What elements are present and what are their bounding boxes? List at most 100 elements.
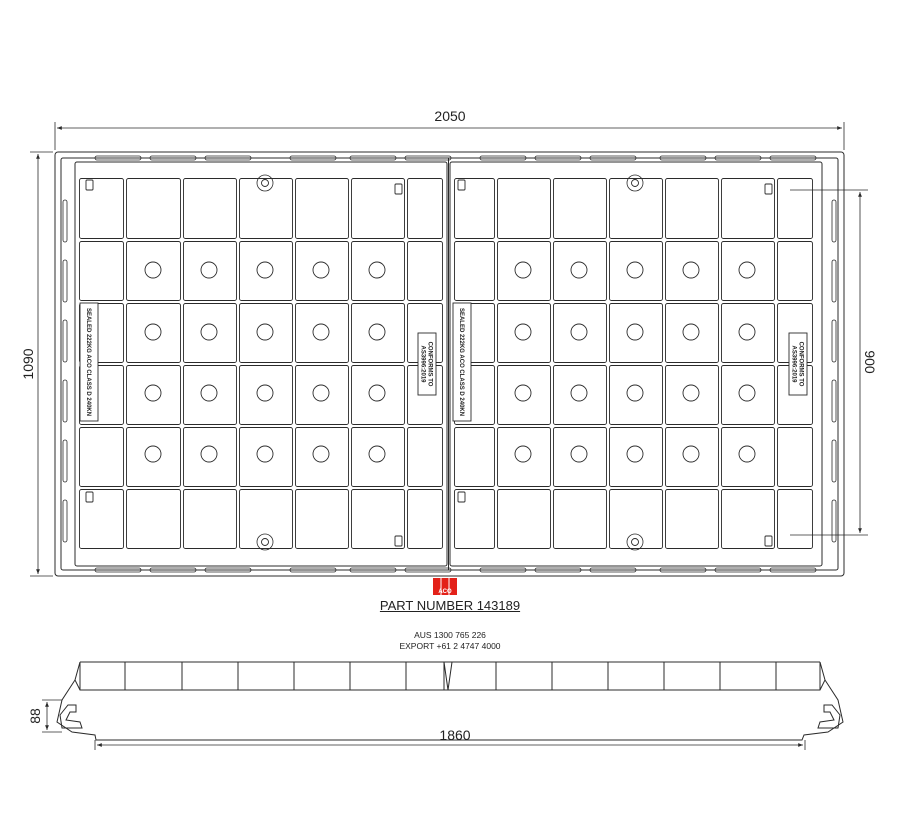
contact-aus: AUS 1300 765 226: [414, 630, 486, 640]
frame-slot: [479, 155, 527, 161]
marking-tag-center-text: SEALED 222KG ACO CLASS D 240KN: [458, 308, 464, 416]
marking-tag-left-text: SEALED 222KG ACO CLASS D 240KN: [85, 308, 91, 416]
inner-frame: [60, 157, 839, 571]
grate-holes: [85, 174, 773, 551]
frame-slot: [589, 155, 637, 161]
grate-cell: [721, 365, 775, 425]
grate-cell: [239, 241, 293, 301]
grate-cell: [454, 241, 495, 301]
frame-slot: [289, 155, 337, 161]
grate-cell: [295, 241, 349, 301]
grate-cell: [239, 427, 293, 487]
frame-slots: [62, 155, 837, 573]
grate-cell: [295, 365, 349, 425]
grate-cell: [609, 489, 663, 549]
grate-cell: [553, 427, 607, 487]
grate-right-outline: [449, 161, 823, 567]
locking-slot: [85, 179, 94, 191]
frame-slot: [204, 567, 252, 573]
grate-cell: [183, 489, 237, 549]
frame-slot: [831, 379, 837, 423]
grate-cell: [295, 427, 349, 487]
dimension-overall-width-label: 1090: [20, 348, 36, 379]
frame-slot: [831, 439, 837, 483]
dimension-section-length-label: 1860: [439, 727, 470, 743]
frame-slot: [714, 155, 762, 161]
grate-hole: [570, 445, 588, 463]
section-view: [56, 661, 844, 741]
grate-cell: [126, 427, 181, 487]
marking-tag-conforms-left-box: [417, 332, 437, 396]
frame-slot: [349, 567, 397, 573]
grate-cell: [126, 303, 181, 363]
lifting-keyhole-ring: [256, 533, 274, 551]
frame-slot: [534, 567, 582, 573]
frame-slot: [769, 567, 817, 573]
frame-slot: [62, 379, 68, 423]
frame-slot: [659, 567, 707, 573]
locking-slot: [457, 179, 466, 191]
grate-hole: [682, 261, 700, 279]
dimension-overall-length: [54, 122, 845, 150]
grate-cell: [665, 427, 719, 487]
grate-hole: [144, 323, 162, 341]
grate-hole: [514, 384, 532, 402]
grate-hole: [144, 384, 162, 402]
grate-cell: [497, 427, 551, 487]
grate-hole: [738, 261, 756, 279]
grate-cell: [183, 303, 237, 363]
locking-slot: [764, 183, 773, 195]
grate-cell: [665, 303, 719, 363]
frame-slot: [659, 155, 707, 161]
locking-slot: [394, 535, 403, 547]
frame-slot: [289, 567, 337, 573]
grate-hole: [144, 261, 162, 279]
grate-cell: [497, 489, 551, 549]
locking-slot: [394, 183, 403, 195]
plan-view: [54, 151, 845, 577]
grate-hole: [682, 384, 700, 402]
grate-hole: [200, 445, 218, 463]
grate-cell: [126, 365, 181, 425]
grate-cell: [79, 427, 124, 487]
grate-cell: [721, 489, 775, 549]
grate-hole: [256, 384, 274, 402]
grate-cell: [553, 365, 607, 425]
grate-hole: [626, 445, 644, 463]
aco-logo-text: ACO: [438, 589, 452, 595]
grate-cell: [497, 303, 551, 363]
grate-hole: [144, 445, 162, 463]
grate-cell: [79, 365, 124, 425]
grate-hole: [312, 323, 330, 341]
frame-slot: [62, 319, 68, 363]
dimension-opening-width-label: 900: [862, 350, 878, 374]
grate-cell: [79, 489, 124, 549]
marking-tag-conforms-left-line: AS3996:2019: [420, 345, 426, 383]
lifting-keyhole-ring: [626, 174, 644, 192]
frame-slot: [62, 499, 68, 543]
grate-hole: [570, 384, 588, 402]
dimension-section-height: [42, 699, 62, 733]
outer-frame: [54, 151, 845, 577]
grate-cell: [239, 365, 293, 425]
grate-hole: [514, 323, 532, 341]
lifting-keyhole: [261, 179, 269, 187]
frame-slot: [204, 155, 252, 161]
grate-hole: [312, 261, 330, 279]
frame-slot: [404, 155, 452, 161]
grate-hole: [200, 261, 218, 279]
grate-hole: [368, 384, 386, 402]
grate-cell: [609, 427, 663, 487]
grate-cell: [777, 489, 813, 549]
grate-hole: [514, 261, 532, 279]
grate-cell: [721, 178, 775, 239]
grate-cell: [609, 178, 663, 239]
grate-cell: [126, 178, 181, 239]
grate-cell: [183, 365, 237, 425]
grate-cell: [79, 241, 124, 301]
frame-slot: [94, 567, 142, 573]
grate-cell: [553, 178, 607, 239]
frame-slot: [349, 155, 397, 161]
grate-cell: [609, 303, 663, 363]
aco-logo: ACO: [433, 578, 457, 595]
